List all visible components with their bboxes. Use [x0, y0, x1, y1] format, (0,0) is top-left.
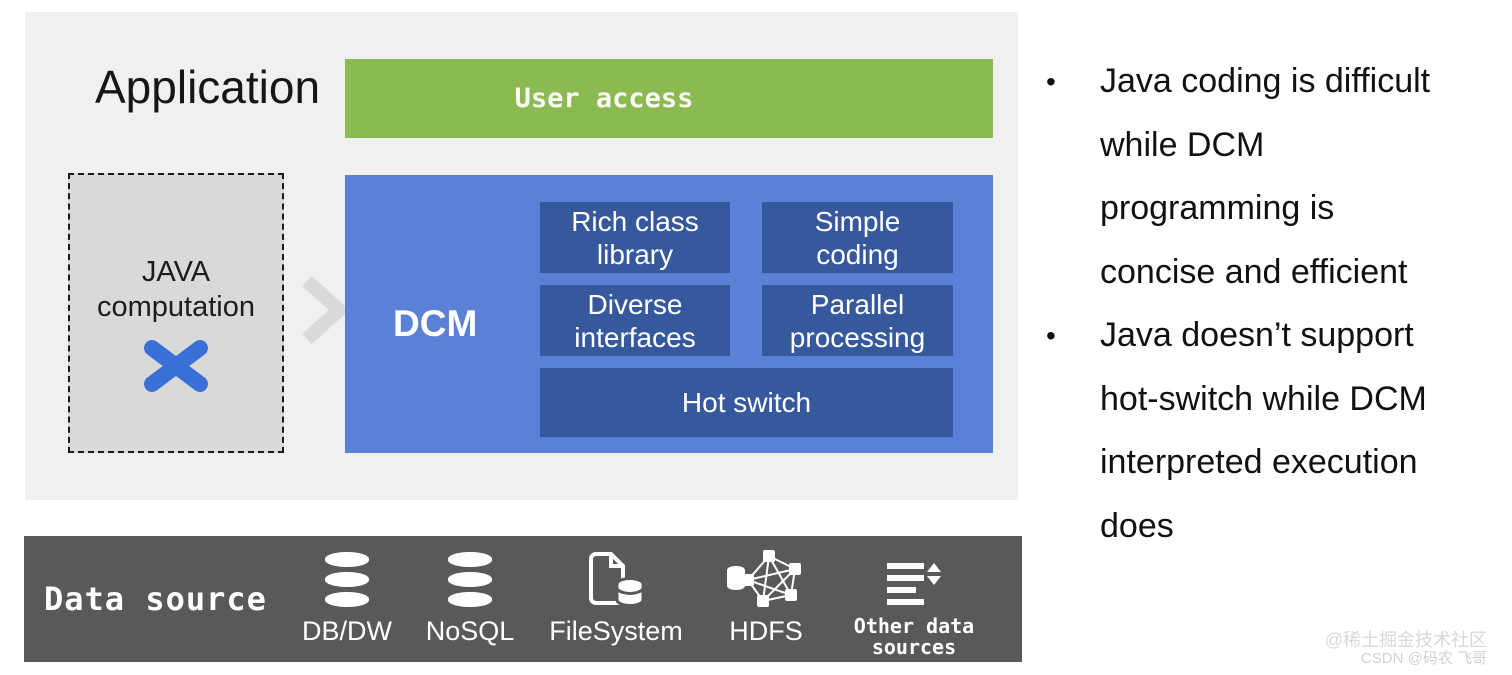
database-icon [446, 550, 494, 608]
other-label-line2: sources [871, 635, 957, 659]
java-computation-box: JAVA computation [68, 173, 284, 453]
bullet-item-2: • Java doesn’t support hot-switch while … [1040, 304, 1510, 558]
datasource-item-label: DB/DW [302, 616, 392, 646]
list-sort-icon [887, 550, 941, 608]
user-access-label: User access [514, 83, 694, 114]
feature-line: processing [789, 321, 926, 353]
bullet-line: Java coding is difficult [1100, 62, 1431, 100]
java-label-line1: JAVA [141, 256, 211, 288]
dcm-feature-simple-coding: Simple coding [762, 202, 953, 273]
java-computation-label: JAVA computation [97, 255, 255, 325]
bullet-line: does [1100, 506, 1174, 545]
file-database-icon [585, 550, 647, 608]
datasource-item-label: HDFS [729, 616, 803, 646]
bullet-line: concise and efficient [1100, 252, 1408, 291]
dcm-label: DCM [393, 303, 478, 344]
watermark-line1: @稀土掘金技术社区 [1324, 630, 1487, 650]
feature-line: Simple [814, 205, 901, 237]
cluster-network-icon [725, 550, 807, 608]
bullet-line: hot-switch while DCM [1100, 379, 1427, 418]
datasource-item-label: FileSystem [549, 616, 683, 646]
other-label-line1: Other data [853, 614, 975, 638]
bullet-item-1: • Java coding is difficult while DCM pro… [1040, 50, 1510, 304]
datasource-item-filesystem: FileSystem [531, 550, 701, 646]
dcm-feature-diverse-interfaces: Diverse interfaces [540, 285, 730, 356]
datasource-item-dbdw: DB/DW [262, 550, 432, 646]
feature-line: Rich class [571, 205, 699, 237]
feature-line: Parallel [810, 288, 905, 320]
watermark: @稀土掘金技术社区 CSDN @码农 飞哥 [1325, 630, 1487, 667]
notes-list: • Java coding is difficult while DCM pro… [1040, 50, 1510, 558]
feature-line: Hot switch [681, 387, 812, 418]
java-label-line2: computation [97, 291, 255, 323]
bullet-line: while DCM [1100, 125, 1265, 164]
dcm-feature-parallel-processing: Parallel processing [762, 285, 953, 356]
application-panel: Application User access JAVA computation… [25, 12, 1018, 500]
user-access-bar: User access [345, 59, 993, 138]
bullet-line: interpreted execution [1100, 443, 1418, 481]
dcm-box: DCM Rich class library Simple coding Div… [345, 175, 993, 453]
feature-line: coding [816, 238, 899, 270]
data-source-label: Data source [44, 580, 267, 618]
feature-line: Diverse [587, 288, 683, 320]
bullet-line: programming is [1100, 189, 1335, 227]
dcm-feature-rich-class-library: Rich class library [540, 202, 730, 273]
bullet-marker: • [1046, 66, 1056, 97]
datasource-item-nosql: NoSQL [385, 550, 555, 646]
application-title: Application [95, 61, 321, 113]
database-icon [323, 550, 371, 608]
watermark-line2: CSDN @码农 飞哥 [1360, 650, 1487, 667]
bullet-marker: • [1046, 320, 1056, 351]
data-source-bar: Data source DB/DW [24, 536, 1022, 662]
datasource-item-label: Other data sources [854, 616, 974, 658]
bullet-line: Java doesn’t support [1100, 316, 1414, 354]
bullet-text: Java coding is difficult while DCM progr… [1100, 50, 1430, 304]
x-mark-icon [144, 340, 208, 392]
feature-line: library [596, 238, 674, 270]
chevron-right-icon [302, 276, 346, 344]
feature-line: interfaces [574, 321, 696, 353]
dcm-feature-hot-switch: Hot switch [540, 368, 953, 437]
datasource-item-label: NoSQL [425, 616, 515, 646]
datasource-item-hdfs: HDFS [681, 550, 851, 646]
bullet-text: Java doesn’t support hot-switch while DC… [1100, 304, 1427, 558]
datasource-item-other: Other data sources [829, 550, 999, 658]
